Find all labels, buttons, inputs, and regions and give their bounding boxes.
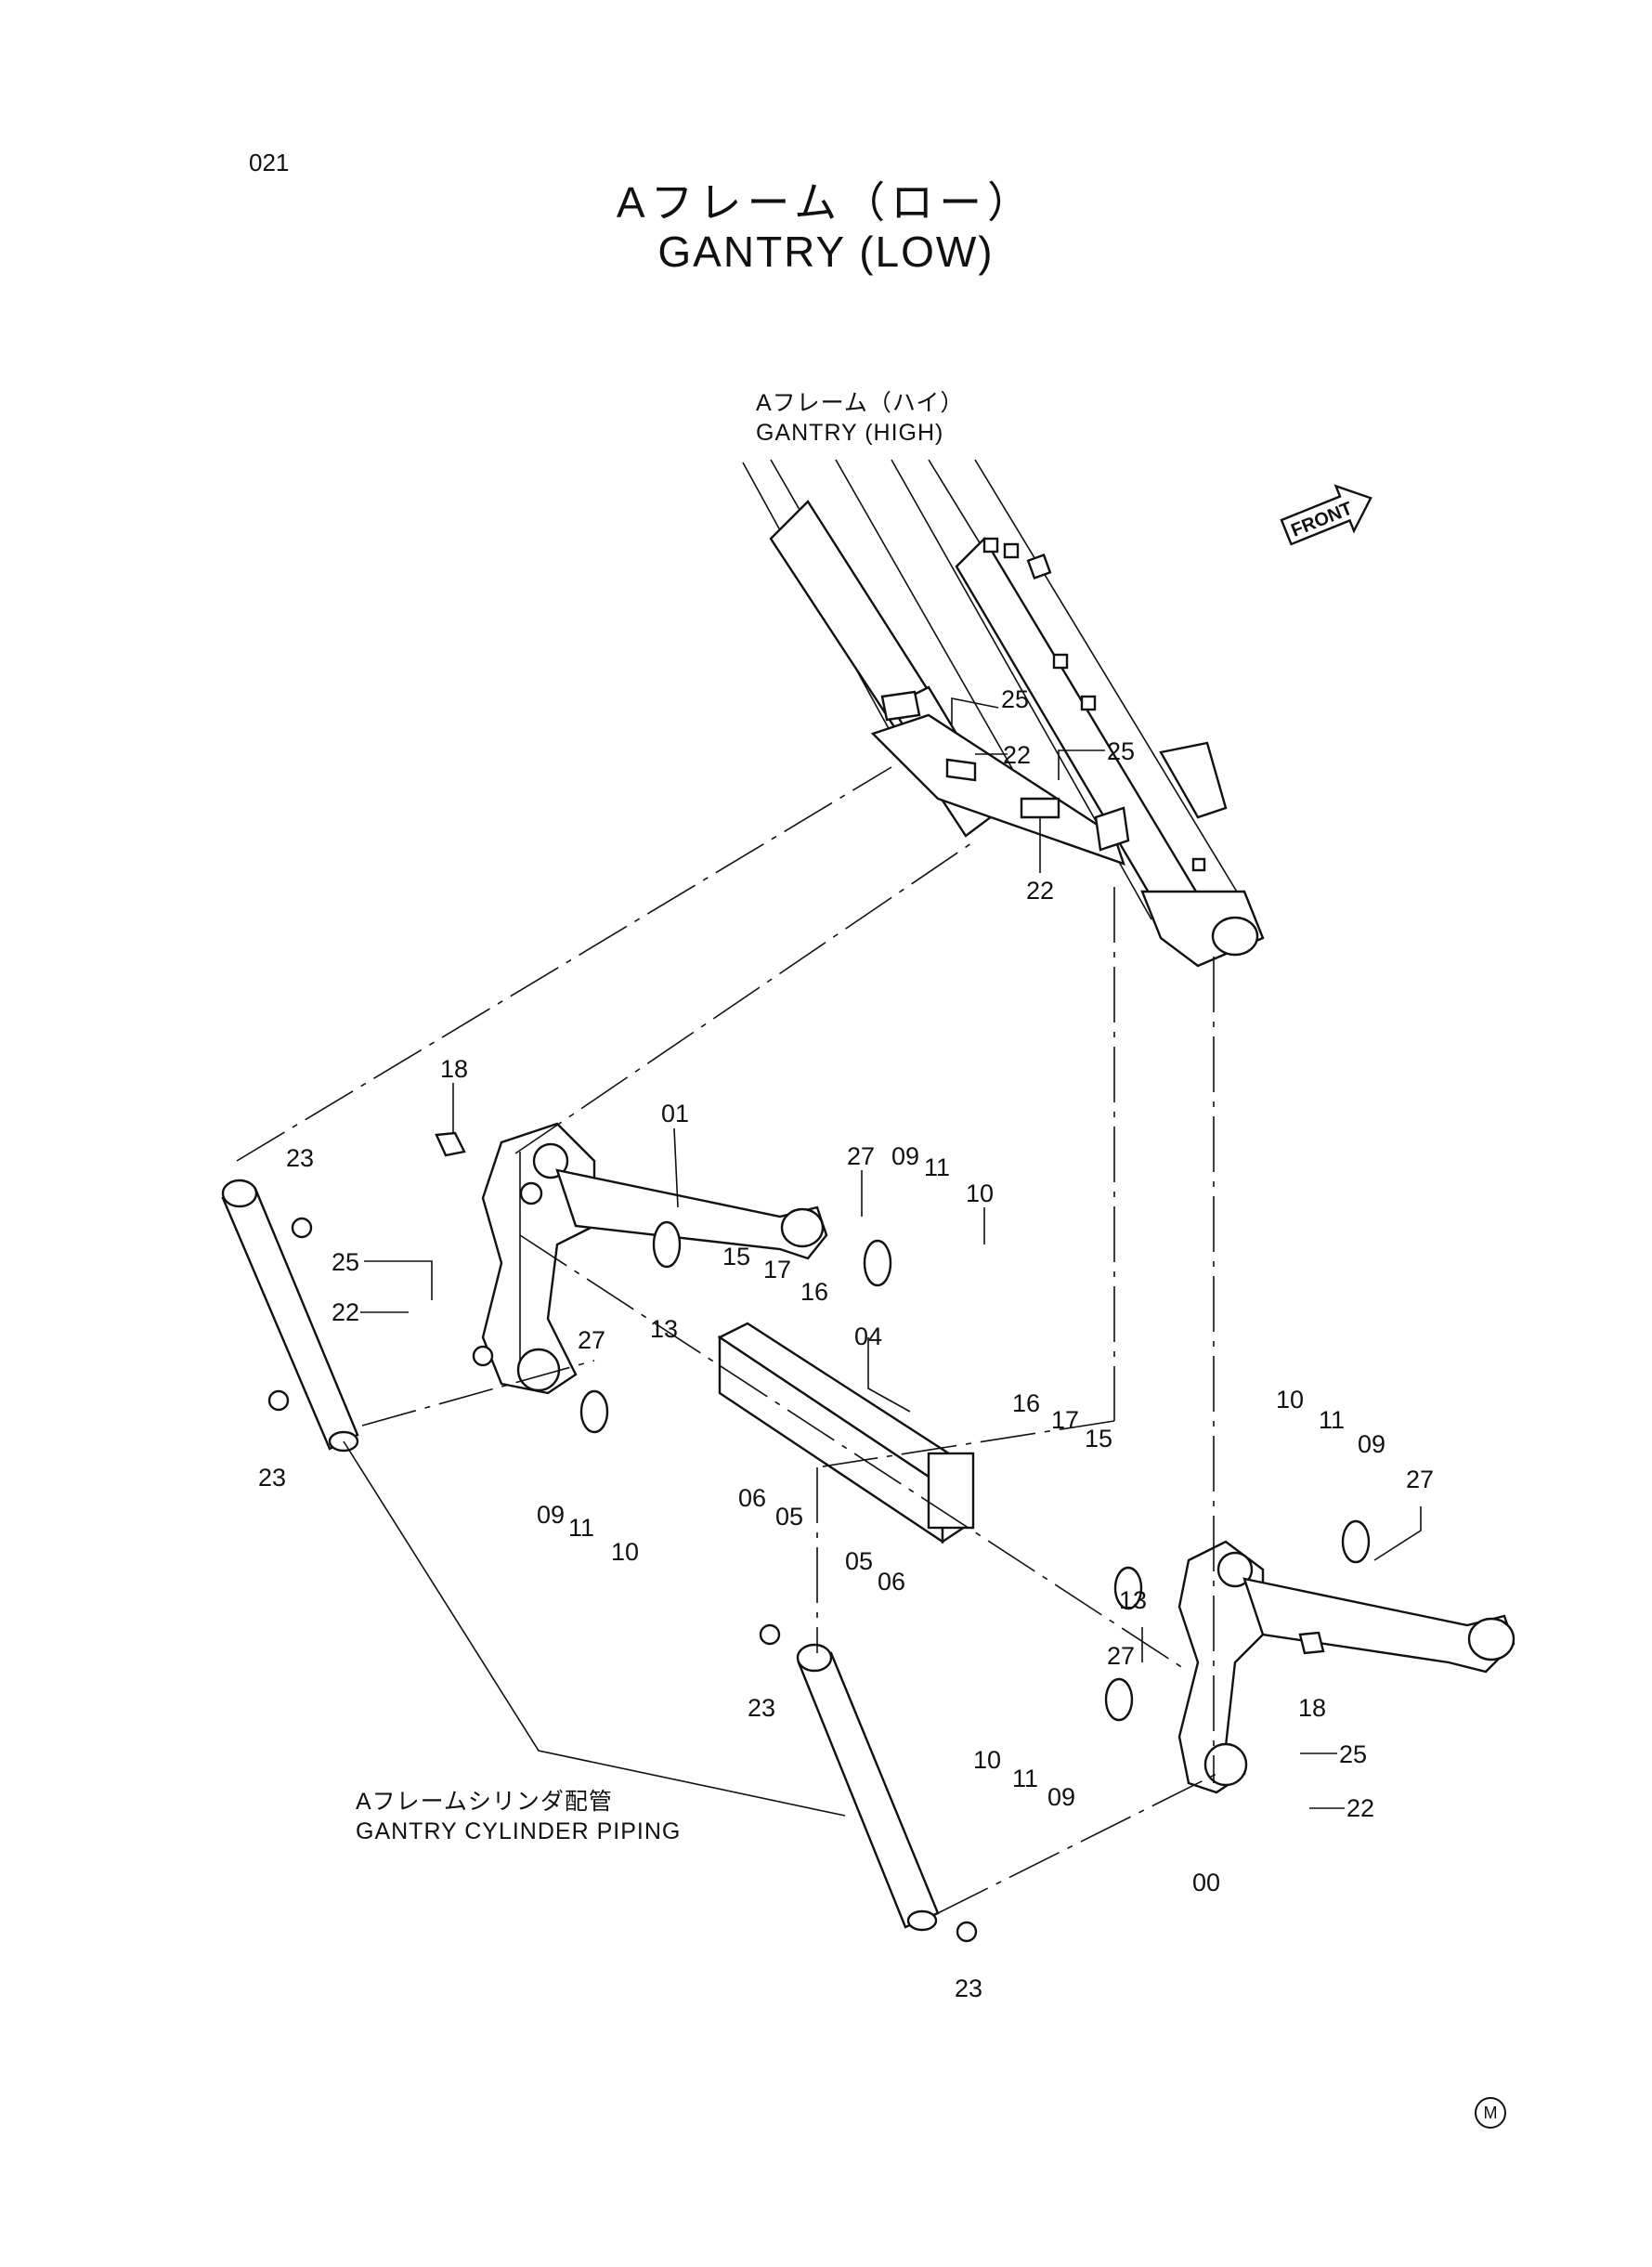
- callout-10b: 10: [611, 1538, 639, 1566]
- gantry-high-frame: [742, 459, 1265, 968]
- callout-leaders: [360, 697, 1422, 1809]
- callout-27a: 27: [847, 1142, 875, 1170]
- callout-09c: 09: [1358, 1430, 1385, 1458]
- callout-17a: 17: [763, 1256, 791, 1283]
- callout-22b: 22: [1026, 877, 1054, 905]
- callout-15b: 15: [1085, 1425, 1112, 1453]
- callout-11c: 11: [1319, 1406, 1345, 1434]
- front-arrow-icon: FRONT: [1280, 484, 1372, 546]
- callout-18b: 18: [1298, 1694, 1326, 1722]
- right-gantry-arm: [1177, 1540, 1515, 1794]
- callout-10c: 10: [1276, 1386, 1304, 1414]
- callout-04: 04: [854, 1322, 882, 1350]
- callout-22a: 22: [1003, 741, 1031, 769]
- callout-06b: 06: [878, 1568, 905, 1596]
- callout-23c: 23: [748, 1694, 775, 1722]
- callout-18a: 18: [440, 1055, 468, 1083]
- m-mark: M: [1475, 2097, 1506, 2129]
- piping-en: GANTRY CYLINDER PIPING: [356, 1818, 682, 1844]
- callout-00: 00: [1192, 1869, 1220, 1896]
- callout-27b: 27: [578, 1326, 605, 1354]
- hardware-parts: [267, 1131, 1371, 1943]
- callout-27d: 27: [1107, 1642, 1135, 1670]
- callout-09d: 09: [1047, 1783, 1075, 1811]
- callout-11d: 11: [1012, 1765, 1038, 1792]
- callout-23a: 23: [286, 1144, 314, 1172]
- reference-lines: [236, 766, 1217, 1914]
- callout-25c: 25: [332, 1248, 359, 1276]
- piping-note: Aフレームシリンダ配管 GANTRY CYLINDER PIPING: [356, 1787, 681, 1846]
- callout-05b: 05: [845, 1547, 873, 1575]
- piping-jp: Aフレームシリンダ配管: [356, 1789, 613, 1815]
- callout-13b: 13: [1119, 1586, 1147, 1614]
- callout-09b: 09: [537, 1501, 565, 1529]
- gantry-high-en: GANTRY (HIGH): [756, 420, 944, 446]
- callout-25b: 25: [1107, 737, 1135, 765]
- callout-23d: 23: [955, 1974, 982, 2002]
- callout-22c: 22: [332, 1298, 359, 1326]
- callout-05a: 05: [775, 1503, 803, 1531]
- left-gantry-arm: [472, 1122, 828, 1395]
- callout-06a: 06: [738, 1484, 766, 1512]
- callout-23b: 23: [258, 1464, 286, 1492]
- callout-10a: 10: [966, 1179, 994, 1207]
- callout-13a: 13: [650, 1315, 678, 1343]
- title-japanese: Aフレーム（ロー）: [616, 178, 1036, 227]
- callouts: 25 22 25 22 18 01 23 27 09 11 10 25 22 1…: [258, 685, 1434, 2002]
- gantry-high-note: Aフレーム（ハイ） GANTRY (HIGH): [756, 388, 964, 448]
- callout-11b: 11: [568, 1514, 594, 1542]
- right-cylinder: [796, 1643, 940, 1932]
- gantry-high-jp: Aフレーム（ハイ）: [756, 390, 965, 416]
- callout-16b: 16: [1012, 1389, 1040, 1417]
- callout-17b: 17: [1051, 1406, 1079, 1434]
- callout-11a: 11: [924, 1153, 950, 1181]
- callout-22d: 22: [1346, 1794, 1374, 1822]
- callout-25a: 25: [1001, 685, 1029, 713]
- page-number: 021: [249, 149, 290, 176]
- cross-beam: [717, 1322, 975, 1544]
- title-english: GANTRY (LOW): [657, 228, 995, 276]
- callout-09a: 09: [891, 1142, 919, 1170]
- callout-15a: 15: [722, 1243, 750, 1270]
- callout-27c: 27: [1406, 1466, 1434, 1493]
- callout-10d: 10: [973, 1746, 1001, 1774]
- callout-25d: 25: [1339, 1740, 1367, 1768]
- callout-16a: 16: [800, 1278, 828, 1306]
- callout-01: 01: [661, 1100, 689, 1127]
